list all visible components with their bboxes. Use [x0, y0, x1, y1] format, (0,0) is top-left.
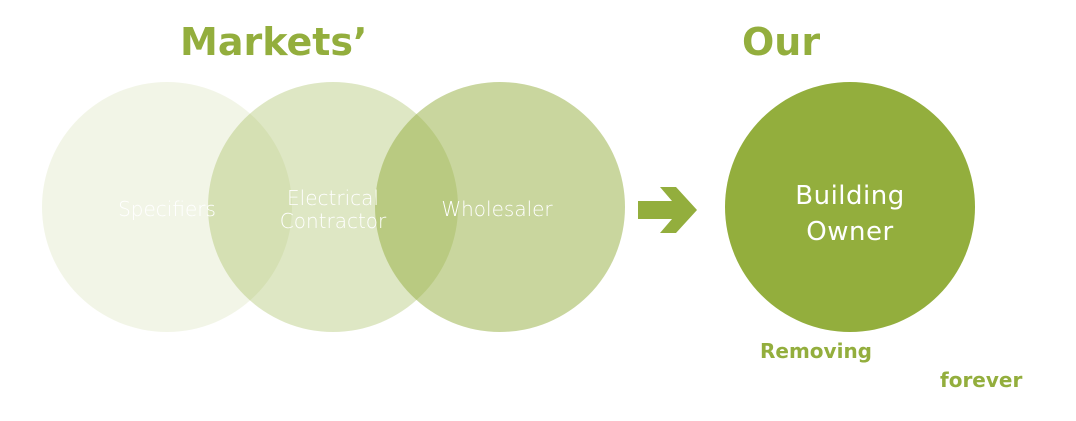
label-line: Contractor [279, 209, 387, 233]
building-owner-circle [725, 82, 975, 332]
wholesaler-circle [375, 82, 625, 332]
forever-text: forever [940, 368, 1023, 392]
wholesaler-label: Wholesaler [441, 197, 553, 221]
electrical-contractor-label: Electrical Contractor [253, 187, 413, 233]
removing-text: Removing [760, 339, 872, 363]
specifiers-label: Specifiers [118, 197, 216, 221]
label-line: Building [795, 181, 905, 211]
label-line: Owner [806, 217, 894, 247]
markets-heading: Markets’ [180, 20, 368, 64]
our-heading: Our [742, 20, 821, 64]
specifiers-circle [42, 82, 292, 332]
arrow-right-icon [638, 187, 697, 233]
label-line: Electrical [287, 186, 379, 210]
building-owner-label: Building Owner [750, 178, 950, 250]
